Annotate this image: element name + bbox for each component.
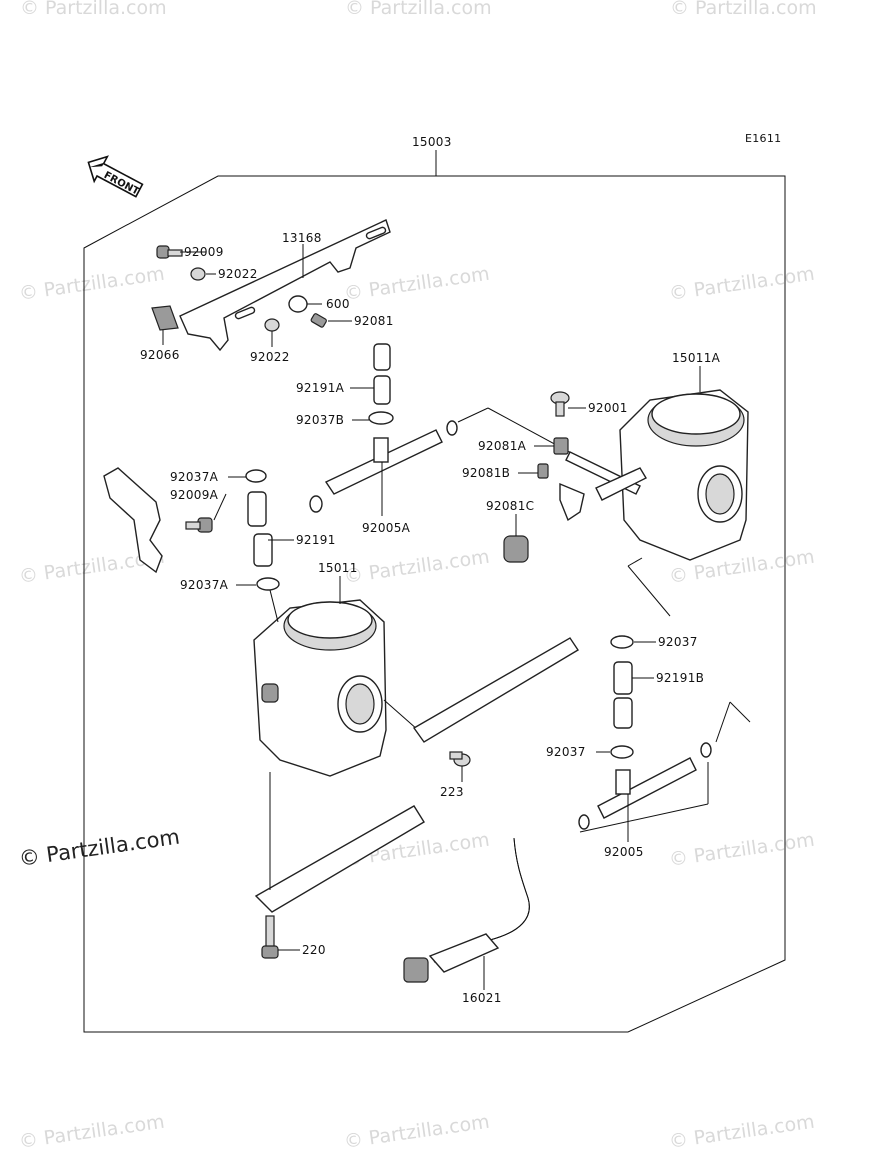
hose-92191b [613,697,633,729]
front-arrow: FRONT [87,155,144,198]
screw-92009 [156,245,183,259]
leader-line [457,407,489,423]
bracket-13168 [179,219,391,352]
watermark: © Partzilla.com [668,829,816,871]
watermark: © Partzilla.com [18,263,166,305]
hose-92191a [373,375,391,405]
clip-92037 [610,635,634,649]
part-label-92022[interactable]: 92022 [250,350,290,364]
part-label-92081b[interactable]: 92081B [462,466,510,480]
leader-line [715,701,731,743]
hose-92191 [247,491,267,527]
leader-line [383,699,419,731]
watermark: © Partzilla.com [343,263,491,305]
watermark: © Partzilla.com [668,263,816,305]
part-label-16021[interactable]: 16021 [462,991,502,1005]
hose-92191a [373,343,391,371]
watermark: © Partzilla.com [18,1111,166,1153]
carburetor-15011a [619,389,749,561]
part-label-15011a[interactable]: 15011A [672,351,721,365]
watermark: © Partzilla.com [20,0,167,19]
part-label-92005a[interactable]: 92005A [362,521,411,535]
part-label-15011[interactable]: 15011 [318,561,358,575]
screw-92009a [185,517,213,533]
part-label-92081c[interactable]: 92081C [486,499,534,513]
watermark: © Partzilla.com [343,546,491,588]
watermark: © Partzilla.com [343,1111,491,1153]
part-label-92191[interactable]: 92191 [296,533,336,547]
part-label-92022[interactable]: 92022 [218,267,258,281]
choke-cable-16021 [403,837,530,983]
part-label-220[interactable]: 220 [302,943,326,957]
part-label-92009a[interactable]: 92009A [170,488,219,502]
washer-92022 [190,267,206,281]
spring-92081b [537,463,549,479]
screw-92001 [550,391,570,417]
part-label-92081a[interactable]: 92081A [478,439,527,453]
part-label-92005[interactable]: 92005 [604,845,644,859]
carburetor-15011 [253,599,387,777]
spring-92081a [553,437,569,455]
watermark: © Partzilla.com [345,0,492,19]
part-label-92009[interactable]: 92009 [184,245,224,259]
hose-92191 [253,533,273,567]
part-label-92037[interactable]: 92037 [546,745,586,759]
spring-92081c [503,535,529,563]
clip-92037b [368,411,394,425]
hose-92191b [613,661,633,695]
watermark-prominent: © Partzilla.com [17,825,181,871]
fitting-92005a [309,420,458,513]
leader-line [269,589,279,623]
watermark: © Partzilla.com [668,1111,816,1153]
part-label-223[interactable]: 223 [440,785,464,799]
assembly-frame [83,175,786,1033]
part-label-92081[interactable]: 92081 [354,314,394,328]
cable-bracket [103,467,163,574]
part-label-92001[interactable]: 92001 [588,401,628,415]
watermark: © Partzilla.com [670,0,817,19]
figure-code: E1611 [745,132,781,145]
leader-lines [162,150,701,990]
part-label-15003[interactable]: 15003 [412,135,452,149]
fitting-92005 [578,742,712,830]
screw-223 [449,751,471,767]
link-plate [412,637,579,743]
washer-92022 [264,318,280,332]
part-label-92037a[interactable]: 92037A [180,578,229,592]
leader-line [627,557,643,567]
part-label-92037a[interactable]: 92037A [170,470,219,484]
leader-line [579,803,709,833]
part-label-600[interactable]: 600 [326,297,350,311]
spring-92081 [310,313,327,328]
clip-92037a [256,577,280,591]
rod-linkage [559,451,647,522]
leader-line [627,565,671,617]
part-label-92037[interactable]: 92037 [658,635,698,649]
part-label-13168[interactable]: 13168 [282,231,322,245]
clip-92037 [610,745,634,759]
screw-220 [261,915,279,959]
clip-92037a [245,469,267,483]
part-label-92037b[interactable]: 92037B [296,413,344,427]
leader-line [729,701,751,723]
part-label-92066[interactable]: 92066 [140,348,180,362]
plug-600 [288,295,308,313]
part-label-92191b[interactable]: 92191B [656,671,704,685]
part-label-92191a[interactable]: 92191A [296,381,345,395]
clip-92066 [151,305,179,331]
lower-plate [254,805,425,913]
